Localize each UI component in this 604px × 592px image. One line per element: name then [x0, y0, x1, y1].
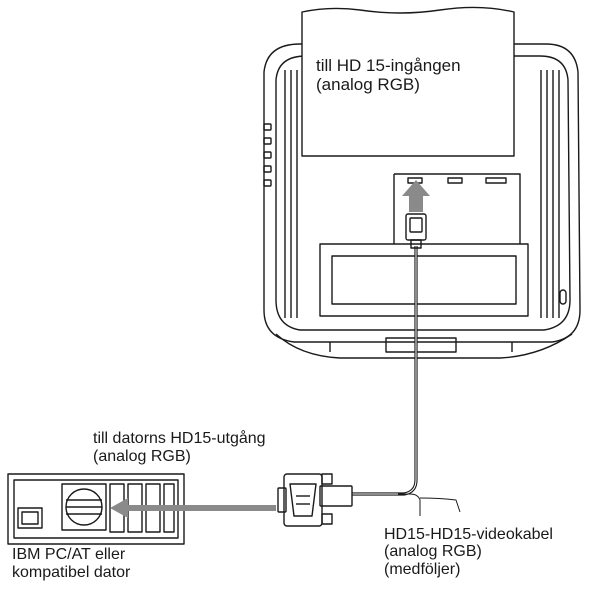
- label-computer-output: till datorns HD15-utgång (analog RGB): [93, 430, 266, 465]
- monitor-right-vents: [540, 70, 560, 318]
- label-computer: IBM PC/AT eller kompatibel dator: [12, 546, 131, 581]
- cable-plug-computer: [277, 473, 353, 527]
- monitor-rear: [263, 43, 581, 359]
- monitor-top-panel: [301, 6, 515, 157]
- cable-leader-line: [351, 486, 421, 516]
- monitor-left-vents: [284, 70, 298, 318]
- port-2: [447, 177, 463, 184]
- monitor-slot: [559, 289, 567, 305]
- arrow-to-monitor: [402, 180, 430, 212]
- port-3: [485, 177, 507, 184]
- arrow-to-computer: [110, 498, 276, 518]
- monitor-side-buttons: [263, 123, 272, 187]
- label-monitor-input: till HD 15-ingången (analog RGB): [316, 56, 461, 95]
- label-video-cable: HD15-HD15-videokabel (analog RGB) (medfö…: [384, 526, 553, 578]
- video-cable: [277, 213, 427, 527]
